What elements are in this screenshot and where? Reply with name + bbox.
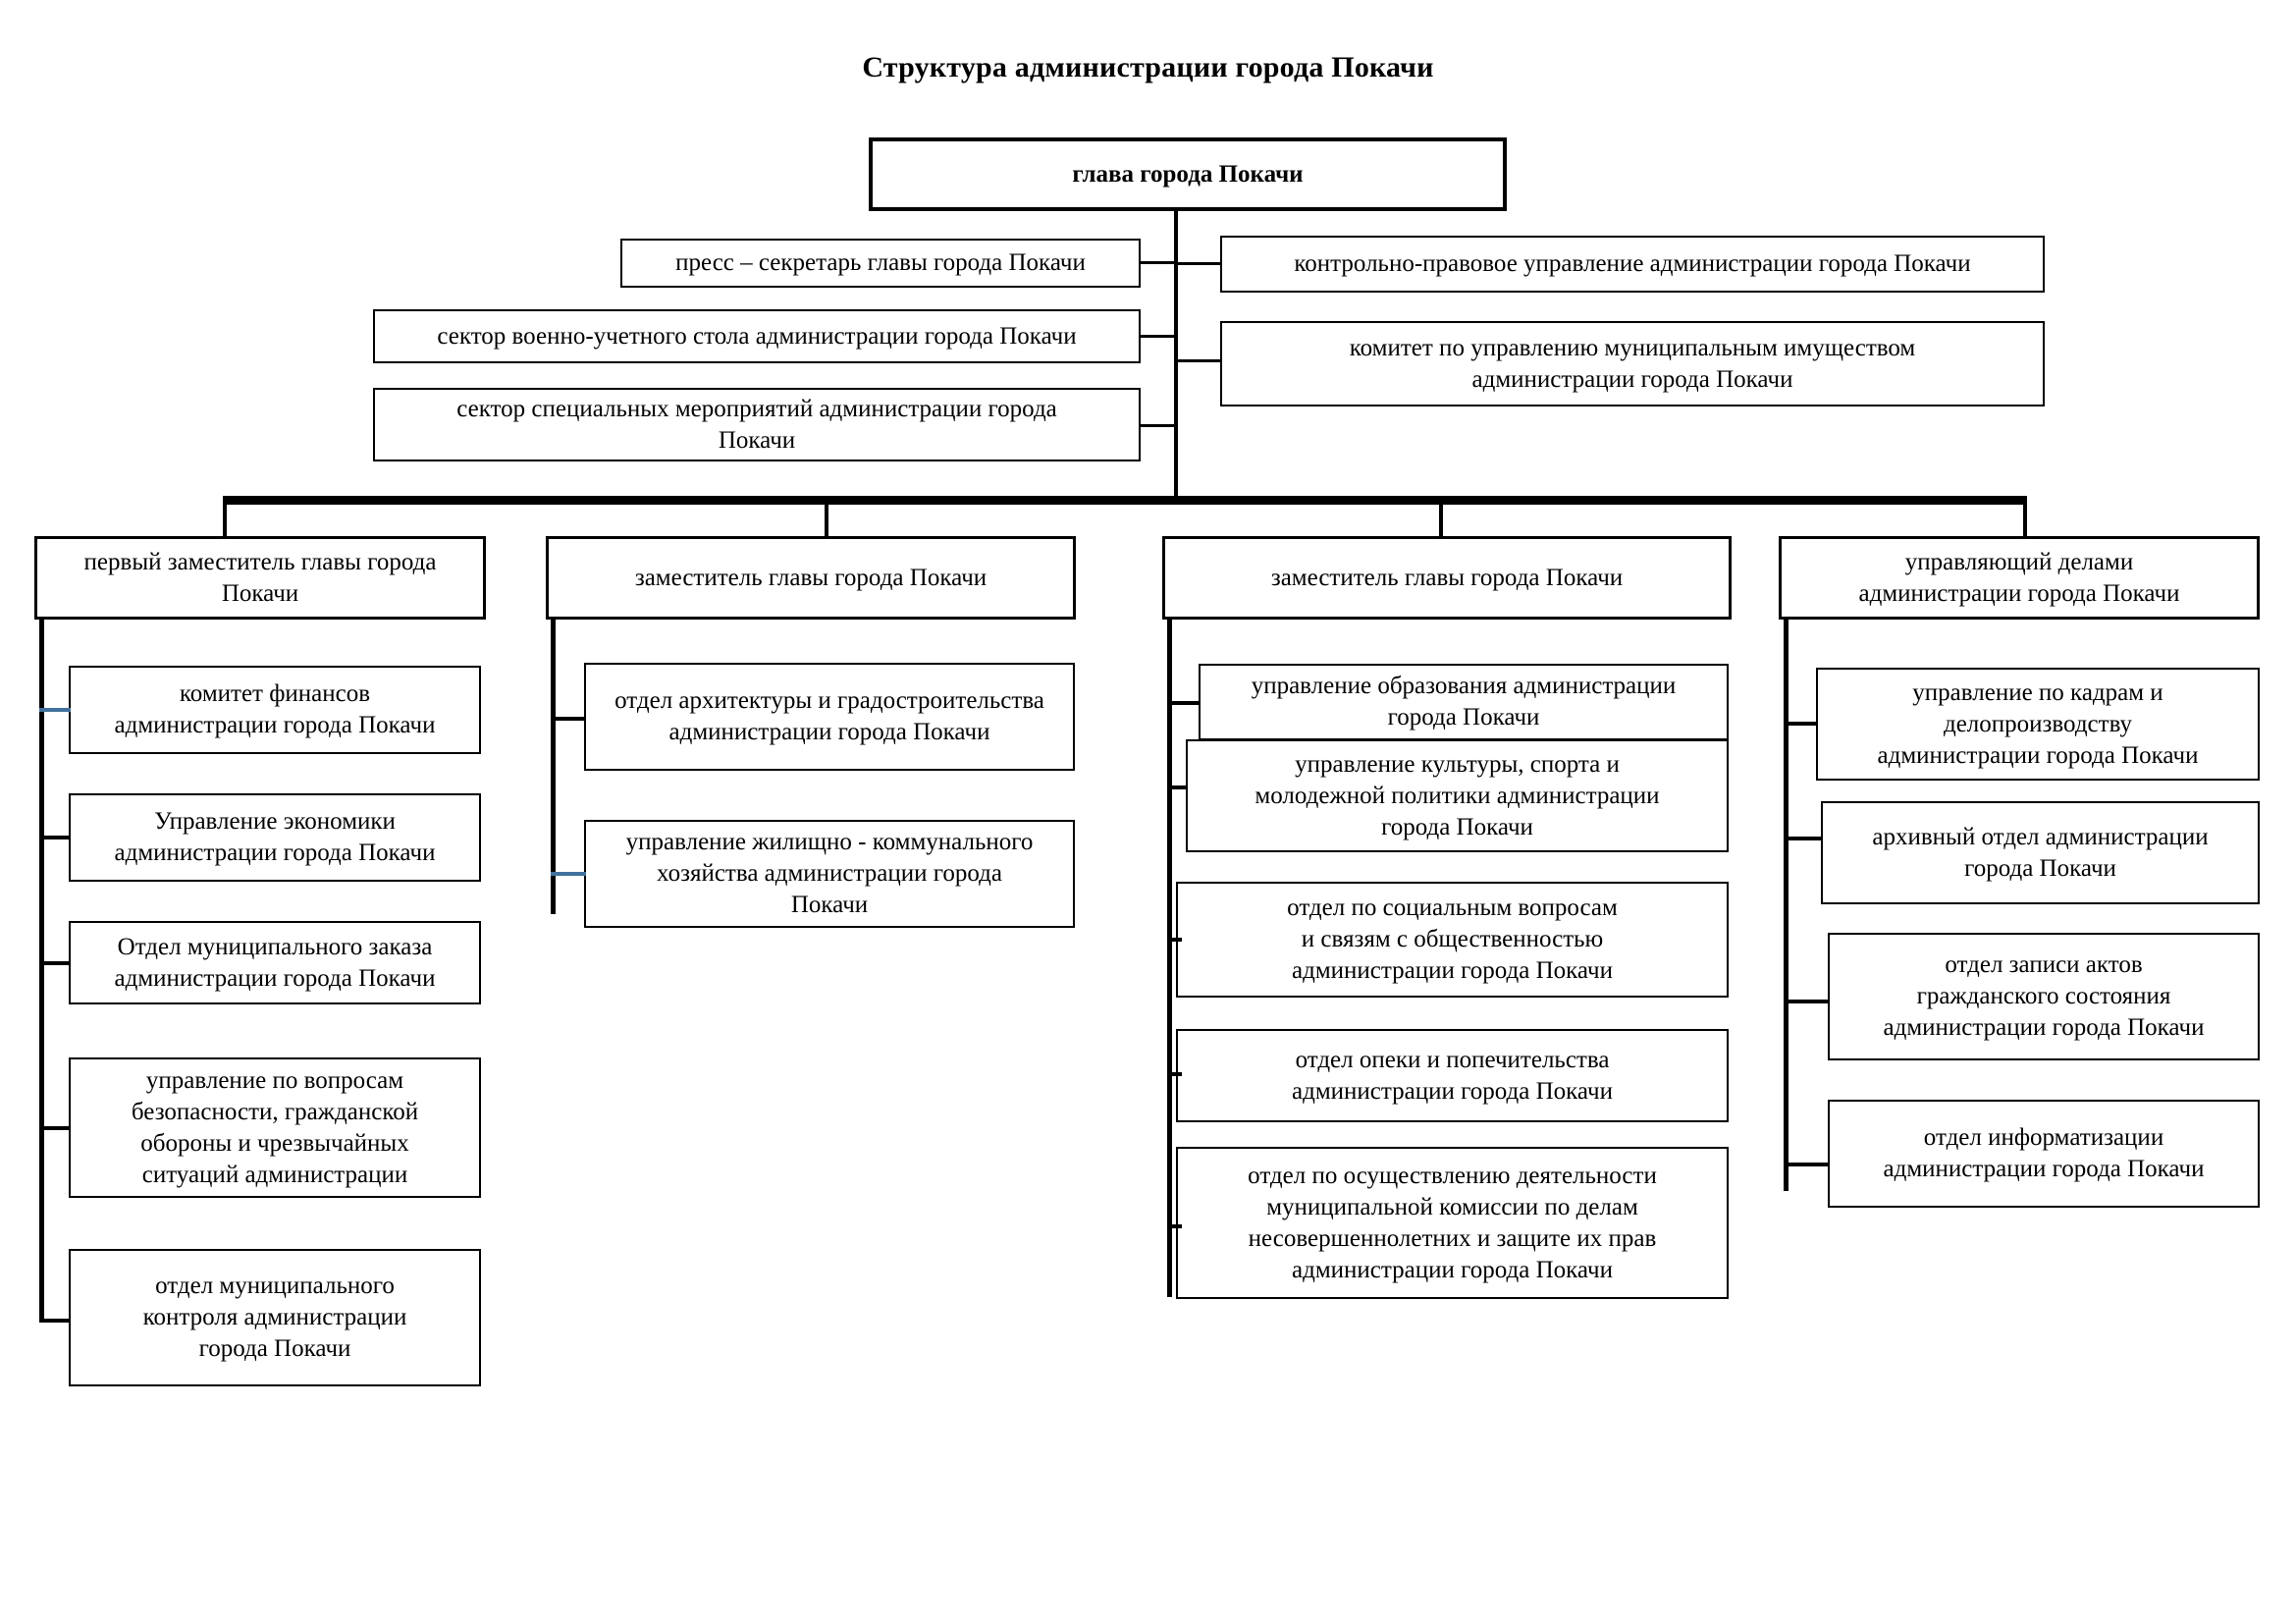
connector-stub-guardianship-department bbox=[1167, 1072, 1182, 1076]
node-housing-utilities-department[interactable]: управление жилищно - коммунального хозяй… bbox=[584, 820, 1075, 928]
connector-drop-branch-4 bbox=[2023, 496, 2027, 538]
connector-spine-branch-3 bbox=[1167, 620, 1172, 1297]
connector-press-secretary bbox=[1141, 261, 1178, 264]
node-deputy-2[interactable]: заместитель главы города Покачи bbox=[546, 536, 1076, 620]
node-hr-records-department-label: управление по кадрам и делопроизводству … bbox=[1877, 678, 2199, 769]
connector-stub-municipal-order-department bbox=[39, 961, 71, 965]
connector-stub-minors-commission-department bbox=[1167, 1224, 1182, 1228]
connector-distribution-bus bbox=[223, 496, 2027, 505]
node-press-secretary[interactable]: пресс – секретарь главы города Покачи bbox=[620, 239, 1141, 288]
connector-military-registration-sector bbox=[1141, 335, 1178, 338]
connector-spine-branch-4 bbox=[1784, 620, 1789, 1191]
node-housing-utilities-department-label: управление жилищно - коммунального хозяй… bbox=[625, 829, 1034, 918]
connector-spine-branch-1 bbox=[39, 620, 44, 1323]
node-deputy-3-label: заместитель главы города Покачи bbox=[1270, 564, 1624, 591]
connector-stub-architecture-department bbox=[551, 717, 586, 721]
node-deputy-2-label: заместитель главы города Покачи bbox=[634, 564, 988, 591]
node-finance-committee-label: комитет финансов администрации города По… bbox=[114, 680, 436, 738]
node-hr-records-department[interactable]: управление по кадрам и делопроизводству … bbox=[1816, 668, 2260, 781]
node-press-secretary-label: пресс – секретарь главы города Покачи bbox=[675, 249, 1086, 276]
connector-stub-social-affairs-department bbox=[1167, 938, 1182, 942]
node-affairs-manager[interactable]: управляющий делами администрации города … bbox=[1779, 536, 2260, 620]
connector-drop-branch-2 bbox=[825, 496, 828, 538]
node-municipal-order-department[interactable]: Отдел муниципального заказа администраци… bbox=[69, 921, 481, 1004]
node-culture-sport-youth-department-label: управление культуры, спорта и молодежной… bbox=[1255, 750, 1660, 840]
node-military-registration-sector-label: сектор военно-учетного стола администрац… bbox=[437, 322, 1077, 350]
node-guardianship-department-label: отдел опеки и попечительства администрац… bbox=[1292, 1046, 1613, 1105]
connector-stub-housing-utilities-department bbox=[551, 872, 586, 876]
node-architecture-department-label: отдел архитектуры и градостроительства а… bbox=[614, 687, 1044, 745]
connector-stub-informatization-department bbox=[1784, 1163, 1830, 1166]
page-title: Структура администрации города Покачи bbox=[862, 51, 1434, 83]
node-first-deputy[interactable]: первый заместитель главы города Покачи bbox=[34, 536, 486, 620]
node-municipal-order-department-label: Отдел муниципального заказа администраци… bbox=[114, 933, 436, 992]
node-control-legal-department-label: контрольно-правовое управление администр… bbox=[1294, 250, 1971, 277]
node-head-of-city-label: глава города Покачи bbox=[1072, 160, 1304, 188]
node-social-affairs-department[interactable]: отдел по социальным вопросам и связям с … bbox=[1176, 882, 1729, 998]
node-municipal-property-committee[interactable]: комитет по управлению муниципальным имущ… bbox=[1220, 321, 2045, 406]
node-civil-registry-department[interactable]: отдел записи актов гражданского состояни… bbox=[1828, 933, 2260, 1060]
connector-municipal-property-committee bbox=[1178, 359, 1222, 362]
node-deputy-3[interactable]: заместитель главы города Покачи bbox=[1162, 536, 1732, 620]
connector-drop-branch-3 bbox=[1439, 496, 1443, 538]
node-archive-department[interactable]: архивный отдел администрации города Пока… bbox=[1821, 801, 2260, 904]
connector-spine-branch-2 bbox=[551, 620, 556, 914]
connector-stub-archive-department bbox=[1784, 837, 1823, 840]
node-head-of-city[interactable]: глава города Покачи bbox=[869, 137, 1507, 211]
connector-stub-hr-records-department bbox=[1784, 722, 1818, 726]
connector-stub-municipal-control-department bbox=[39, 1319, 71, 1323]
node-informatization-department[interactable]: отдел информатизации администрации город… bbox=[1828, 1100, 2260, 1208]
node-civil-registry-department-label: отдел записи актов гражданского состояни… bbox=[1883, 951, 2205, 1041]
connector-head-trunk bbox=[1174, 211, 1178, 501]
connector-stub-economy-department bbox=[39, 836, 71, 839]
node-economy-department-label: Управление экономики администрации город… bbox=[114, 808, 436, 866]
node-archive-department-label: архивный отдел администрации города Пока… bbox=[1872, 823, 2209, 882]
connector-special-events-sector bbox=[1141, 424, 1178, 427]
connector-drop-branch-1 bbox=[223, 496, 227, 538]
node-special-events-sector[interactable]: сектор специальных мероприятий администр… bbox=[373, 388, 1141, 461]
node-municipal-control-department-label: отдел муниципального контроля администра… bbox=[142, 1272, 407, 1362]
node-control-legal-department[interactable]: контрольно-правовое управление администр… bbox=[1220, 236, 2045, 293]
node-architecture-department[interactable]: отдел архитектуры и градостроительства а… bbox=[584, 663, 1075, 771]
node-education-department-label: управление образования администрации гор… bbox=[1251, 673, 1677, 731]
connector-control-legal-department bbox=[1178, 262, 1222, 265]
node-finance-committee[interactable]: комитет финансов администрации города По… bbox=[69, 666, 481, 754]
node-minors-commission-department-label: отдел по осуществлению деятельности муни… bbox=[1248, 1162, 1657, 1283]
connector-stub-culture-sport-youth-department bbox=[1167, 785, 1188, 789]
node-safety-civil-defense-department[interactable]: управление по вопросам безопасности, гра… bbox=[69, 1057, 481, 1198]
node-economy-department[interactable]: Управление экономики администрации город… bbox=[69, 793, 481, 882]
node-safety-civil-defense-department-label: управление по вопросам безопасности, гра… bbox=[131, 1066, 419, 1188]
node-military-registration-sector[interactable]: сектор военно-учетного стола администрац… bbox=[373, 309, 1141, 363]
node-municipal-control-department[interactable]: отдел муниципального контроля администра… bbox=[69, 1249, 481, 1386]
node-municipal-property-committee-label: комитет по управлению муниципальным имущ… bbox=[1349, 334, 1916, 393]
node-minors-commission-department[interactable]: отдел по осуществлению деятельности муни… bbox=[1176, 1147, 1729, 1299]
connector-stub-safety-civil-defense-department bbox=[39, 1126, 71, 1130]
node-education-department[interactable]: управление образования администрации гор… bbox=[1199, 664, 1729, 740]
node-first-deputy-label: первый заместитель главы города Покачи bbox=[83, 548, 437, 607]
node-guardianship-department[interactable]: отдел опеки и попечительства администрац… bbox=[1176, 1029, 1729, 1122]
node-affairs-manager-label: управляющий делами администрации города … bbox=[1858, 548, 2180, 607]
node-special-events-sector-label: сектор специальных мероприятий администр… bbox=[456, 395, 1057, 454]
connector-stub-finance-committee bbox=[39, 708, 71, 712]
connector-stub-civil-registry-department bbox=[1784, 1000, 1830, 1003]
node-informatization-department-label: отдел информатизации администрации город… bbox=[1883, 1124, 2205, 1182]
connector-stub-education-department bbox=[1167, 701, 1201, 705]
node-culture-sport-youth-department[interactable]: управление культуры, спорта и молодежной… bbox=[1186, 739, 1729, 852]
node-social-affairs-department-label: отдел по социальным вопросам и связям с … bbox=[1287, 894, 1618, 984]
